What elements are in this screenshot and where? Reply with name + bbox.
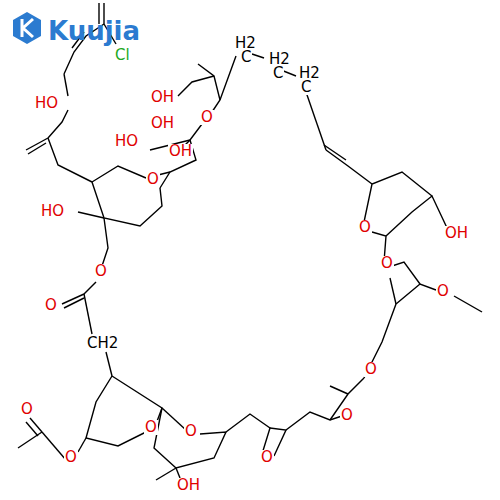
atom-label: O bbox=[20, 402, 34, 417]
bond bbox=[42, 432, 66, 460]
bond bbox=[386, 196, 448, 236]
bond bbox=[154, 408, 226, 468]
bond bbox=[78, 438, 86, 452]
bond bbox=[106, 352, 112, 376]
atom-label: O bbox=[364, 362, 378, 377]
bond bbox=[78, 212, 104, 218]
bond bbox=[364, 172, 432, 222]
bond bbox=[30, 418, 42, 432]
bond bbox=[64, 74, 68, 96]
bond bbox=[326, 150, 372, 184]
atom-label: OH bbox=[444, 226, 469, 241]
bond bbox=[176, 468, 180, 478]
atom-label: O bbox=[436, 284, 450, 299]
atom-label: C bbox=[272, 66, 284, 81]
bond bbox=[162, 408, 186, 430]
bond bbox=[396, 284, 436, 304]
bond bbox=[18, 432, 42, 448]
atom-label: OH bbox=[168, 144, 193, 159]
bond bbox=[330, 386, 348, 394]
atom-label: HO bbox=[34, 96, 59, 111]
atom-label: O bbox=[340, 408, 354, 423]
atom-label: O bbox=[260, 450, 274, 465]
bond bbox=[390, 278, 396, 304]
bond bbox=[102, 218, 108, 266]
bond bbox=[48, 138, 92, 182]
atom-label: O bbox=[146, 172, 160, 187]
bond bbox=[364, 304, 396, 378]
atom-label: C bbox=[300, 80, 312, 95]
atom-label: O bbox=[380, 256, 394, 271]
bond bbox=[454, 296, 482, 312]
atom-label: O bbox=[358, 220, 372, 235]
bond bbox=[48, 110, 68, 138]
bond bbox=[64, 298, 84, 308]
atom-label: HO bbox=[114, 134, 139, 149]
bond bbox=[198, 64, 220, 100]
atom-label: O bbox=[44, 298, 58, 313]
bond bbox=[28, 143, 46, 154]
bond bbox=[226, 414, 270, 454]
atom-label: OH bbox=[150, 90, 175, 105]
bond bbox=[160, 140, 196, 188]
atom-label: H2 bbox=[268, 52, 291, 67]
bond bbox=[92, 182, 162, 226]
atom-label: OH bbox=[176, 478, 201, 493]
bond bbox=[392, 262, 420, 284]
atom-label: CH2 bbox=[86, 336, 119, 351]
bond bbox=[112, 376, 162, 424]
atom-label: H2 bbox=[234, 36, 257, 51]
bond bbox=[184, 124, 202, 146]
atom-label: OH bbox=[150, 116, 175, 131]
bond bbox=[86, 376, 146, 446]
bond bbox=[306, 92, 326, 150]
atom-label: C bbox=[240, 50, 252, 65]
bond bbox=[252, 54, 264, 58]
bond bbox=[324, 145, 346, 160]
bond bbox=[156, 468, 176, 480]
bonds bbox=[18, 3, 482, 480]
bond bbox=[92, 166, 146, 182]
atom-label: HO bbox=[40, 204, 65, 219]
bond bbox=[178, 76, 214, 96]
logo-icon bbox=[13, 12, 41, 44]
watermark-logo: Kuujia bbox=[48, 18, 140, 44]
atom-label: O bbox=[94, 264, 108, 279]
bond bbox=[84, 294, 92, 334]
atom-label: O bbox=[200, 110, 214, 125]
atom-label: O bbox=[184, 424, 198, 439]
bond bbox=[26, 422, 38, 436]
atom-label: H2 bbox=[298, 66, 321, 81]
atom-label: O bbox=[144, 420, 158, 435]
atom-label: Cl bbox=[114, 48, 131, 63]
bond bbox=[84, 282, 96, 294]
atom-label: O bbox=[64, 450, 78, 465]
